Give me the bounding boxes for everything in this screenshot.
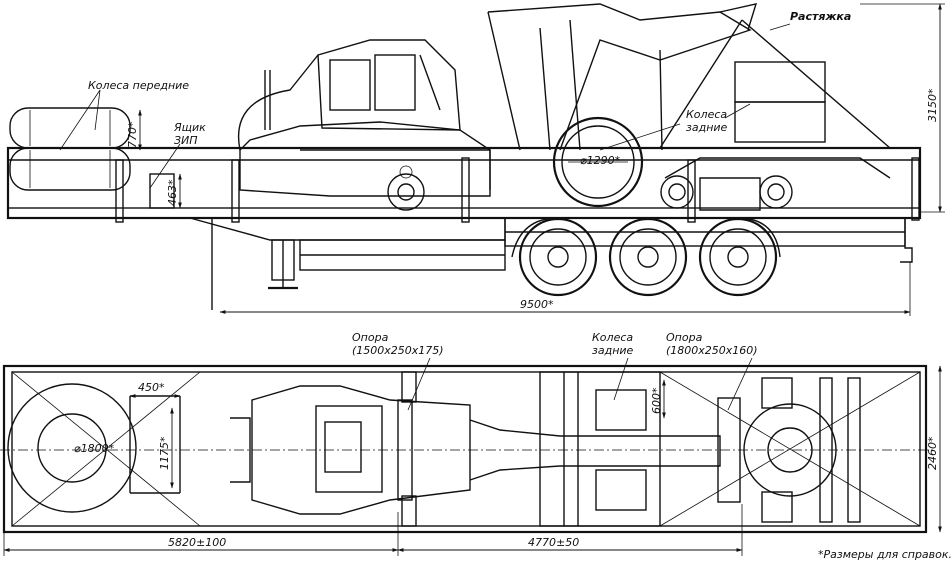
label-support1-line2: (1500x250x175) (352, 344, 444, 357)
footnote: *Размеры для справок. (818, 548, 951, 561)
side-view (6, 3, 945, 316)
top-leaders (407, 357, 753, 411)
side-leaders (59, 23, 791, 189)
dim-463: 463* (166, 179, 179, 206)
front-wheels-cargo (9, 107, 175, 209)
dim-1175: 1175* (158, 436, 171, 470)
label-support2-line1: Опора (666, 331, 703, 344)
side-dimensions (138, 3, 945, 316)
trailer-axles (511, 217, 781, 297)
dim-770: 770* (126, 121, 139, 148)
label-rear-wheels-top-line2: задние (592, 344, 634, 357)
dim-wheel-diameter: ⌀1290* (580, 154, 621, 167)
label-front-wheels: Колеса передние (88, 79, 189, 92)
crawler-machine (237, 3, 891, 211)
label-guy: Растяжка (790, 10, 851, 23)
dim-450: 450* (138, 381, 165, 394)
machine-plan (230, 371, 921, 527)
dim-length: 9500* (520, 298, 554, 311)
label-rear-wheels-line1: Колеса (686, 108, 727, 121)
trailer-deck (6, 146, 922, 310)
dim-4770: 4770±50 (528, 536, 579, 549)
label-rear-wheels-top-line1: Колеса (592, 331, 633, 344)
dim-width: 2460* (926, 436, 939, 470)
label-support2-line2: (1800x250x160) (666, 344, 758, 357)
dim-5820: 5820±100 (168, 536, 226, 549)
dim-600: 600* (650, 387, 663, 414)
dim-1800: ⌀1800* (74, 442, 115, 455)
dim-height: 3150* (926, 88, 939, 122)
labels: Колеса передние Ящик ЗИП Растяжка Колеса… (74, 10, 951, 561)
label-box-line2: ЗИП (174, 134, 198, 147)
top-dimensions (3, 365, 942, 556)
label-box-line1: Ящик (173, 121, 206, 134)
label-rear-wheels-line2: задние (686, 121, 728, 134)
label-support1-line1: Опора (352, 331, 389, 344)
top-view (0, 357, 942, 556)
